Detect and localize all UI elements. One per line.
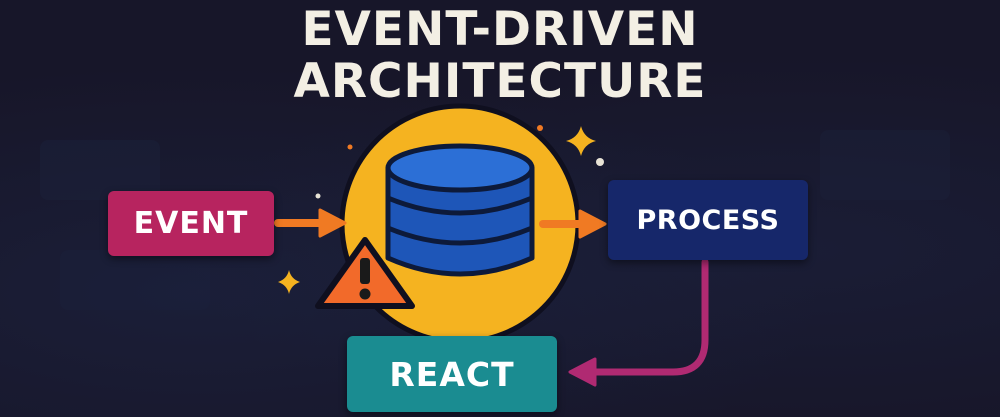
event-label: EVENT xyxy=(133,206,249,241)
react-node: REACT xyxy=(347,336,557,412)
arrow-hub-to-process xyxy=(539,209,607,239)
title-line-2: ARCHITECTURE xyxy=(293,54,707,109)
sparkle-icon xyxy=(566,126,596,156)
warning-icon xyxy=(315,237,415,309)
event-node: EVENT xyxy=(108,191,274,256)
sparkle-dot xyxy=(315,125,604,199)
sparkle-icon xyxy=(278,270,300,294)
database-icon xyxy=(385,143,535,277)
arrow-event-to-hub xyxy=(274,208,347,238)
process-label: PROCESS xyxy=(636,204,780,236)
title-line-1: EVENT-DRIVEN xyxy=(301,2,699,57)
arrow-process-to-react xyxy=(568,258,709,387)
process-node: PROCESS xyxy=(608,180,808,260)
react-label: REACT xyxy=(389,354,515,394)
